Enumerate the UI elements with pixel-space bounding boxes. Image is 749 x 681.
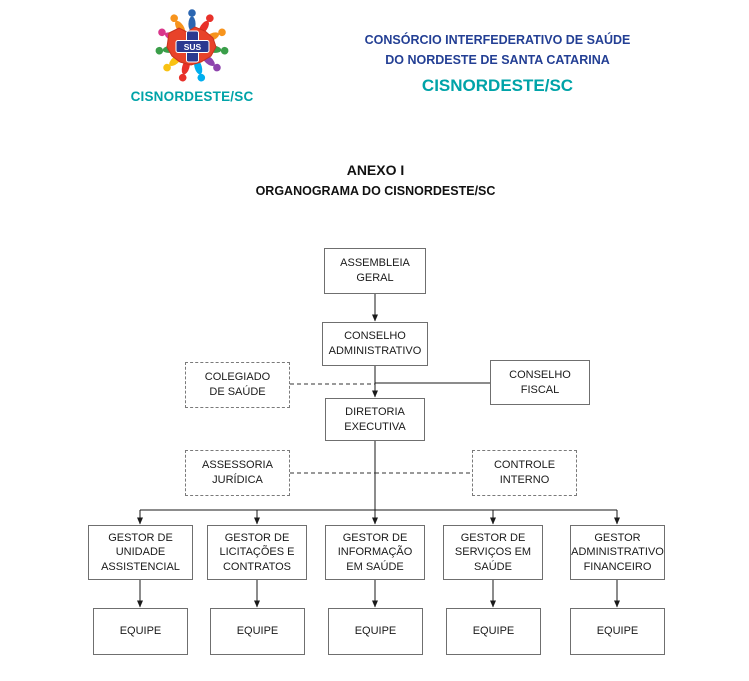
node-conselho-fiscal: CONSELHO FISCAL [490,360,590,405]
node-gestor-informacao-saude: GESTOR DE INFORMAÇÃO EM SAÚDE [325,525,425,580]
document-title: ANEXO I ORGANOGRAMA DO CISNORDESTE/SC [200,162,551,198]
org-header: CONSÓRCIO INTERFEDERATIVO DE SAÚDE DO NO… [350,30,645,96]
node-gestor-administrativo-financeiro: GESTOR ADMINISTRATIVO FINANCEIRO [570,525,665,580]
node-equipe-3: EQUIPE [328,608,423,655]
people-ring-icon [155,9,229,82]
node-gestor-servicos-saude: GESTOR DE SERVIÇOS EM SAÚDE [443,525,543,580]
node-assembleia-geral: ASSEMBLEIA GERAL [324,248,426,294]
sus-label: SUS [184,42,202,52]
node-controle-interno: CONTROLE INTERNO [472,450,577,496]
org-header-line1: CONSÓRCIO INTERFEDERATIVO DE SAÚDE [364,33,631,47]
organogram-title: ORGANOGRAMA DO CISNORDESTE/SC [255,184,496,198]
node-conselho-administrativo: CONSELHO ADMINISTRATIVO [322,322,428,366]
org-header-name: CISNORDESTE/SC [421,76,574,95]
org-header-line2: DO NORDESTE DE SANTA CATARINA [385,53,610,67]
node-gestor-unidade-assistencial: GESTOR DE UNIDADE ASSISTENCIAL [88,525,193,580]
logo-graphic: SUS [155,9,229,82]
node-equipe-5: EQUIPE [570,608,665,655]
node-diretoria-executiva: DIRETORIA EXECUTIVA [325,398,425,441]
sus-cross-icon: SUS [175,30,210,63]
logo-caption: CISNORDESTE/SC [130,89,254,104]
node-equipe-1: EQUIPE [93,608,188,655]
node-assessoria-juridica: ASSESSORIA JURÍDICA [185,450,290,496]
cisnordeste-logo: SUS CISNORDESTE/SC [127,6,257,104]
node-colegiado-de-saude: COLEGIADO DE SAÚDE [185,362,290,408]
node-equipe-4: EQUIPE [446,608,541,655]
annex-title: ANEXO I [346,162,405,178]
node-equipe-2: EQUIPE [210,608,305,655]
node-gestor-licitacoes-contratos: GESTOR DE LICITAÇÕES E CONTRATOS [207,525,307,580]
